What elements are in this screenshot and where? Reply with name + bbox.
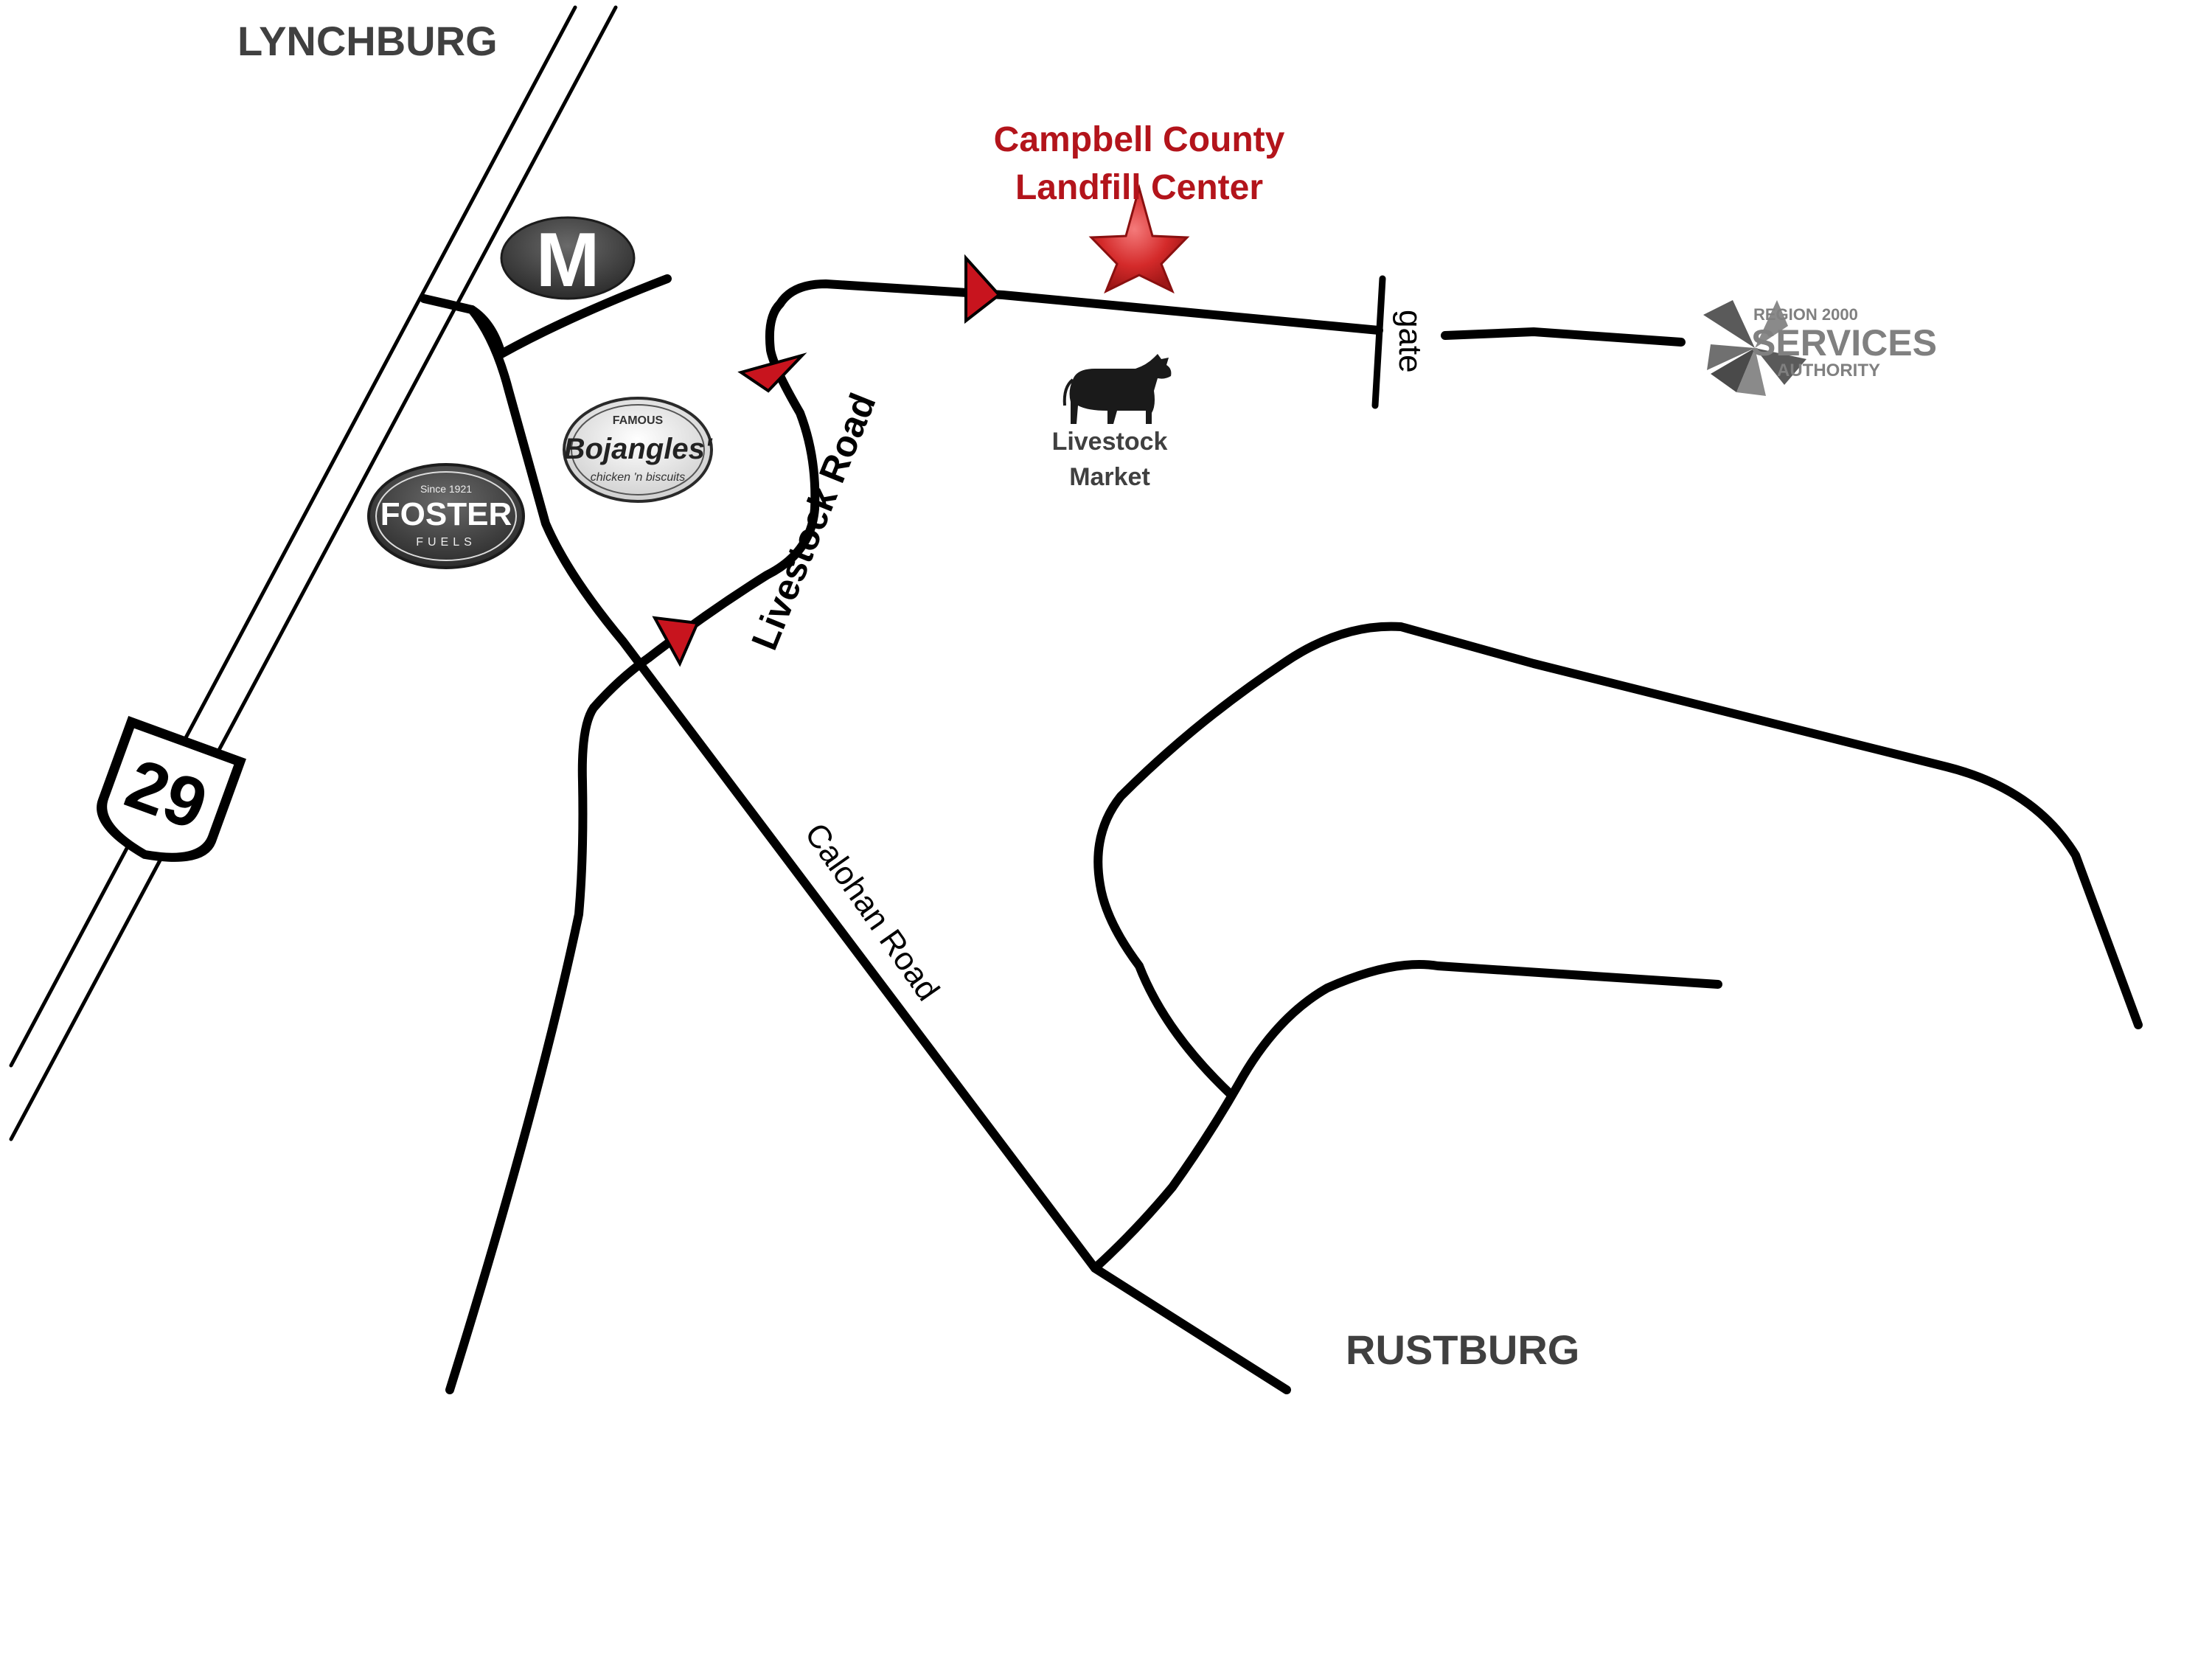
route-29-shield-icon: 29 bbox=[97, 716, 246, 862]
livestock-market: Livestock Market bbox=[1052, 354, 1172, 491]
destination-label-line2: Landfill Center bbox=[1015, 168, 1263, 207]
livestock-market-line2: Market bbox=[1069, 463, 1150, 491]
bojangles-logo: FAMOUS Bojangles' chicken 'n biscuits bbox=[563, 397, 713, 503]
gate-bar bbox=[1371, 275, 1386, 409]
cow-icon bbox=[1062, 354, 1172, 424]
destination-star-icon bbox=[1088, 184, 1190, 294]
bojangles-name-text: Bojangles' bbox=[564, 433, 713, 465]
foster-fuels-logo: Since 1921 FOSTER FUELS bbox=[367, 463, 525, 569]
western-road bbox=[445, 653, 653, 1394]
mcdonalds-logo: M bbox=[500, 216, 636, 303]
destination-label-line1: Campbell County bbox=[994, 120, 1285, 159]
highway-29 bbox=[9, 5, 618, 1141]
authority-road bbox=[1441, 327, 1686, 347]
livestock-road bbox=[644, 279, 1383, 662]
route-arrow-1 bbox=[652, 616, 700, 667]
southern-connector-road bbox=[1091, 960, 1722, 1273]
livestock-market-line1: Livestock bbox=[1052, 428, 1168, 456]
city-label-lynchburg: LYNCHBURG bbox=[237, 18, 498, 64]
foster-since-text: Since 1921 bbox=[420, 483, 472, 495]
route-arrow-3 bbox=[964, 254, 1001, 324]
region-line3-text: AUTHORITY bbox=[1777, 361, 1880, 380]
calohan-road bbox=[467, 305, 1291, 1394]
mcdonalds-letter: M bbox=[536, 218, 600, 303]
region-line2-text: SERVICES bbox=[1751, 322, 1937, 364]
city-label-rustburg: RUSTBURG bbox=[1346, 1326, 1579, 1373]
eastern-loop-road bbox=[1093, 622, 2143, 1099]
gate-label: gate bbox=[1392, 310, 1428, 373]
pinwheel-icon bbox=[1703, 300, 1806, 396]
foster-name-text: FOSTER bbox=[380, 496, 512, 532]
region-2000-services-authority-logo: REGION 2000 SERVICES AUTHORITY bbox=[1703, 300, 1937, 396]
region-line1-text: REGION 2000 bbox=[1753, 305, 1858, 324]
route-arrow-2 bbox=[737, 352, 807, 393]
bojangles-famous-text: FAMOUS bbox=[613, 414, 664, 427]
livestock-road-label: Livestock Road bbox=[743, 387, 883, 655]
foster-sub-text: FUELS bbox=[416, 536, 476, 549]
bojangles-sub-text: chicken 'n biscuits bbox=[591, 471, 685, 484]
